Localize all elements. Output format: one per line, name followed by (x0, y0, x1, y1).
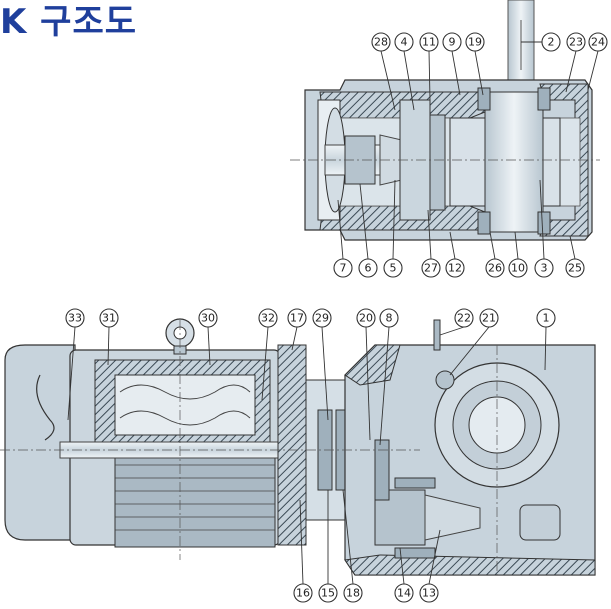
callout-7: 7 (333, 258, 353, 278)
svg-text:3: 3 (541, 262, 548, 275)
callout-23: 23 (566, 32, 586, 52)
svg-text:31: 31 (102, 312, 116, 325)
svg-text:18: 18 (346, 587, 360, 600)
callout-9: 9 (442, 32, 462, 52)
svg-text:29: 29 (315, 312, 329, 325)
callout-22: 22 (454, 308, 474, 328)
callout-27: 27 (421, 258, 441, 278)
svg-text:32: 32 (261, 312, 275, 325)
upper-bottom-leaders (337, 179, 576, 260)
callout-8: 8 (379, 308, 399, 328)
svg-text:30: 30 (201, 312, 215, 325)
callout-19: 19 (465, 32, 485, 52)
svg-text:16: 16 (296, 587, 310, 600)
svg-text:8: 8 (386, 312, 393, 325)
callout-11: 11 (419, 32, 439, 52)
upper-top-callouts: 28 4 11 9 19 2 23 24 (371, 32, 608, 52)
lower-section-view (0, 318, 596, 576)
svg-text:10: 10 (511, 262, 525, 275)
svg-text:7: 7 (340, 262, 347, 275)
callout-28: 28 (371, 32, 391, 52)
svg-text:25: 25 (568, 262, 582, 275)
callout-2: 2 (541, 32, 561, 52)
callout-24: 24 (588, 32, 608, 52)
lower-top-leaders (67, 326, 547, 446)
svg-text:11: 11 (422, 36, 436, 49)
svg-text:2: 2 (548, 36, 555, 49)
callout-26: 26 (485, 258, 505, 278)
svg-text:4: 4 (401, 36, 408, 49)
lower-top-callouts: 33 31 30 32 17 29 20 8 22 21 1 (65, 308, 556, 328)
svg-text:33: 33 (68, 312, 82, 325)
callout-20: 20 (356, 308, 376, 328)
svg-text:26: 26 (488, 262, 502, 275)
callout-14: 14 (394, 583, 414, 603)
callout-16: 16 (293, 583, 313, 603)
callout-3: 3 (534, 258, 554, 278)
svg-text:13: 13 (422, 587, 436, 600)
svg-text:1: 1 (543, 312, 550, 325)
svg-text:6: 6 (365, 262, 372, 275)
callout-33: 33 (65, 308, 85, 328)
callout-25: 25 (565, 258, 585, 278)
svg-text:28: 28 (374, 36, 388, 49)
callout-12: 12 (445, 258, 465, 278)
callout-1: 1 (536, 308, 556, 328)
callout-30: 30 (198, 308, 218, 328)
svg-text:14: 14 (397, 587, 411, 600)
callout-13: 13 (419, 583, 439, 603)
lower-bottom-callouts: 16 15 18 14 13 (293, 583, 439, 603)
svg-text:5: 5 (390, 262, 397, 275)
callout-32: 32 (258, 308, 278, 328)
svg-text:27: 27 (424, 262, 438, 275)
svg-text:17: 17 (290, 312, 304, 325)
callout-21: 21 (479, 308, 499, 328)
svg-text:12: 12 (448, 262, 462, 275)
lower-bottom-leaders (299, 489, 441, 585)
callout-17: 17 (287, 308, 307, 328)
callout-10: 10 (508, 258, 528, 278)
upper-top-leaders (380, 41, 599, 111)
callout-18: 18 (343, 583, 363, 603)
callout-5: 5 (383, 258, 403, 278)
callout-29: 29 (312, 308, 332, 328)
svg-text:21: 21 (482, 312, 496, 325)
svg-text:19: 19 (468, 36, 482, 49)
svg-text:15: 15 (321, 587, 335, 600)
svg-text:22: 22 (457, 312, 471, 325)
svg-text:20: 20 (359, 312, 373, 325)
svg-text:9: 9 (449, 36, 456, 49)
page-title: K 구조도 (0, 2, 138, 42)
upper-section-view (290, 0, 600, 241)
callout-4: 4 (394, 32, 414, 52)
callout-15: 15 (318, 583, 338, 603)
callout-31: 31 (99, 308, 119, 328)
upper-bottom-callouts: 7 6 5 27 12 26 10 3 25 (333, 258, 585, 278)
callout-6: 6 (358, 258, 378, 278)
svg-text:23: 23 (569, 36, 583, 49)
svg-text:24: 24 (591, 36, 605, 49)
